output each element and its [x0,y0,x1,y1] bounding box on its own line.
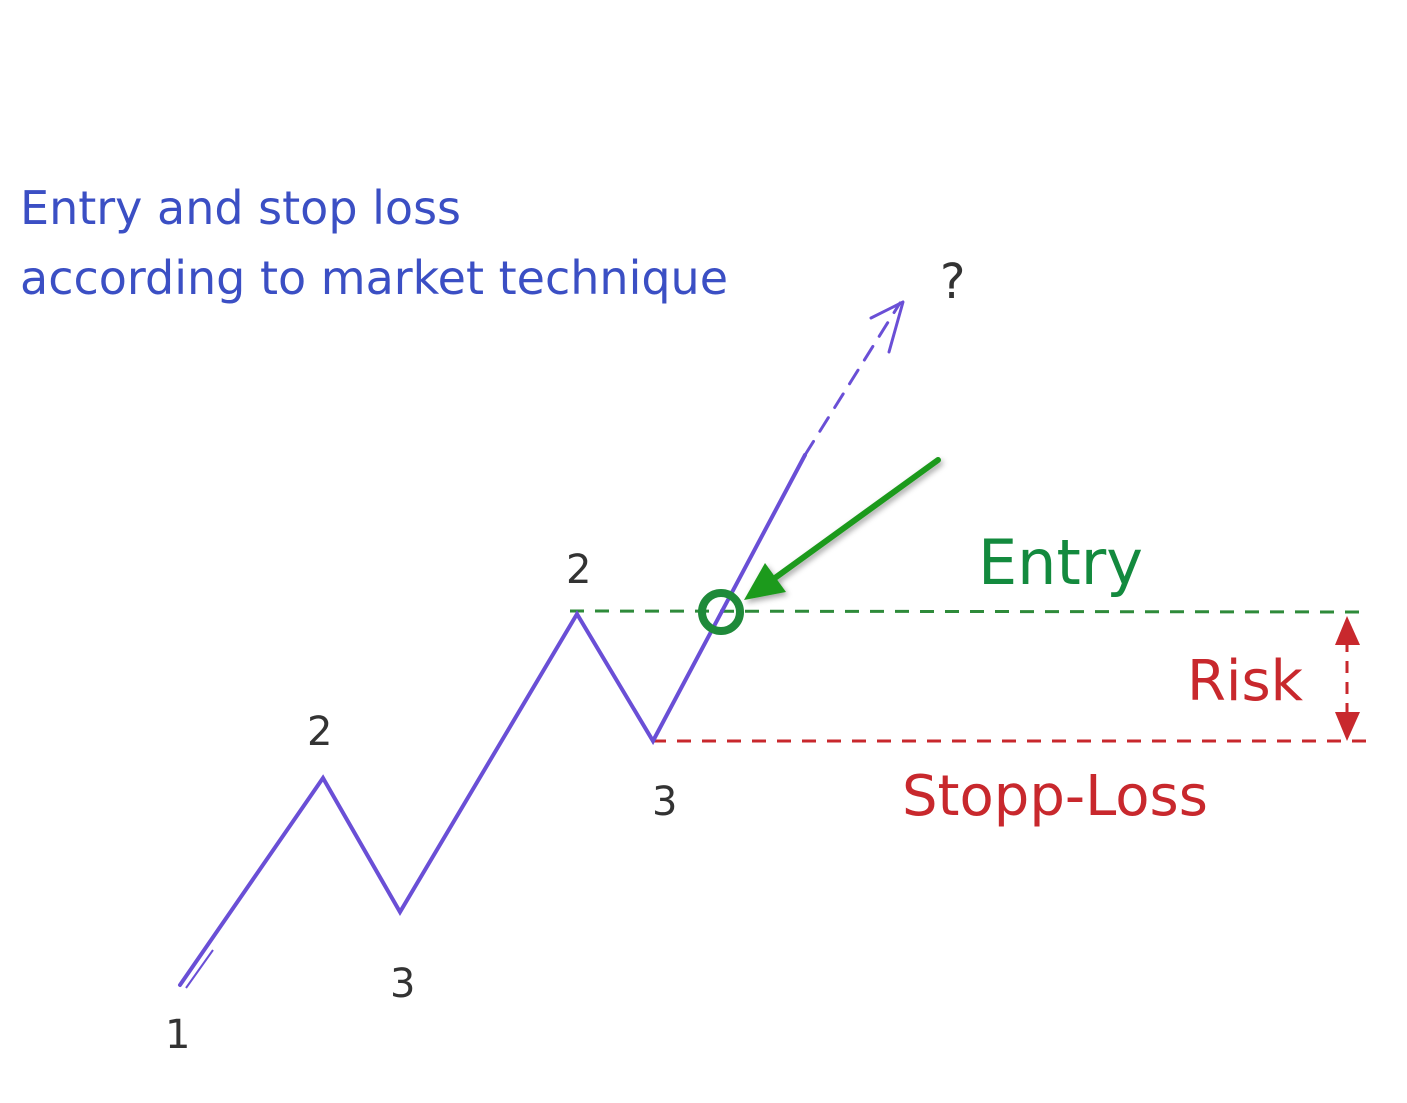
price-wave-line [178,453,807,987]
entry-point-circle [698,589,744,635]
risk-arrow-down [1335,712,1360,741]
title-line-2: according to market technique [20,251,728,305]
point-3-first-label: 3 [390,961,415,1007]
question-mark: ? [940,254,965,310]
point-1-label: 1 [165,1012,190,1058]
risk-arrow-up [1335,616,1360,645]
entry-label: Entry [978,526,1143,599]
entry-pointer-arrow [744,457,941,600]
stop-loss-label: Stopp-Loss [902,764,1208,829]
point-3-second-label: 3 [652,779,677,825]
point-2-second-label: 2 [566,547,591,593]
risk-label: Risk [1187,649,1304,714]
projection-arrowhead [869,300,905,354]
title-line-1: Entry and stop loss [20,181,461,235]
price-wave-start-stroke [185,949,214,989]
entry-level-line [569,609,1366,614]
point-2-first-label: 2 [307,709,332,755]
projection-dashed-line [803,301,902,457]
